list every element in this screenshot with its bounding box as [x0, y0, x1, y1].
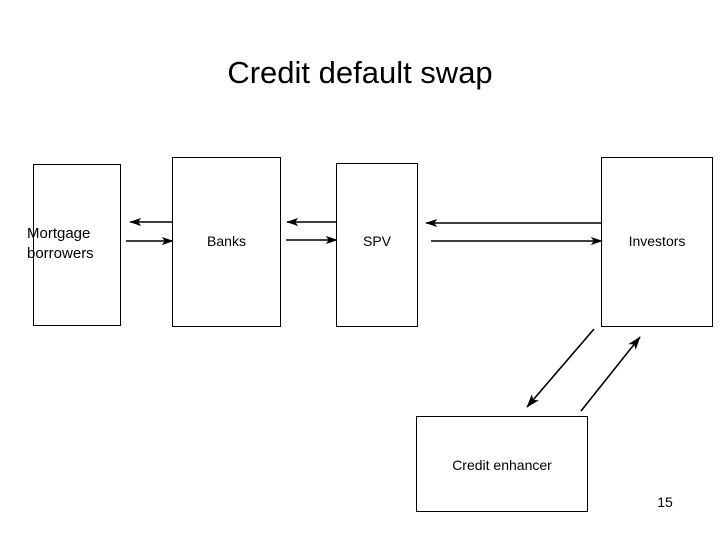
node-label-credit-enhancer: Credit enhancer — [452, 457, 552, 473]
node-investors[interactable] — [601, 157, 713, 327]
node-credit-enhancer[interactable] — [416, 416, 588, 512]
node-banks[interactable] — [172, 157, 281, 327]
node-label-mortgage-borrowers: Mortgage borrowers — [27, 224, 127, 264]
arrow-credit-enhancer-to-investors — [580, 336, 641, 412]
node-label-line2: borrowers — [27, 245, 94, 262]
node-label-spv: SPV — [362, 233, 391, 249]
node-label-investors: Investors — [628, 233, 686, 249]
slide-page-number: 15 — [657, 494, 673, 510]
node-spv[interactable] — [336, 163, 418, 327]
arrow-investors-to-credit-enhancer — [526, 328, 595, 408]
node-label-line1: Mortgage — [27, 225, 91, 242]
node-mortgage-borrowers[interactable] — [33, 164, 121, 326]
node-label-banks: Banks — [207, 233, 246, 249]
page-title: Credit default swap — [227, 55, 493, 90]
